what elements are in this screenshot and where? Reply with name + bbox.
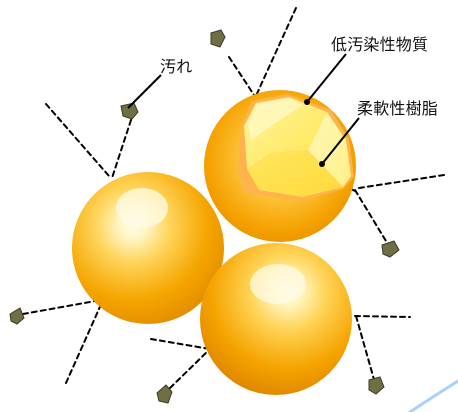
soft-resin-leader-line xyxy=(321,117,360,165)
low-pollution-material-label: 低汚染性物質 xyxy=(331,35,429,54)
strand-bottom-left xyxy=(150,338,211,350)
soft-resin-core-face-2 xyxy=(247,150,343,197)
leader-dots xyxy=(304,99,325,167)
dirt-leader-line xyxy=(127,74,162,109)
dirt-particle-icon xyxy=(210,29,226,48)
low-pollution-leader-line xyxy=(306,53,347,103)
blue-corner-line xyxy=(408,379,458,412)
low-pollution-leader-dot xyxy=(304,99,310,105)
dirt-particle-icon xyxy=(156,384,173,404)
soft-resin-leader-dot xyxy=(319,161,325,167)
dirt-particle-icon xyxy=(368,376,385,395)
leader-lines xyxy=(127,53,360,165)
strand-left-lower xyxy=(22,299,102,315)
strand-bottom-right-dirt xyxy=(355,315,376,384)
dirt-particle-icon xyxy=(9,307,25,325)
strand-top-left-short xyxy=(228,56,257,99)
lower-sphere-highlight xyxy=(250,264,306,304)
strand-right-upper xyxy=(358,174,445,189)
strand-top-right xyxy=(254,7,297,99)
dashed-strands xyxy=(22,7,445,389)
soft-resin-core-face-3 xyxy=(308,112,351,187)
lower-sphere xyxy=(200,243,352,395)
left-sphere xyxy=(72,172,224,324)
dirt-particle-icon xyxy=(381,240,400,258)
strand-bottom-dirt xyxy=(169,348,211,389)
soft-resin-label: 柔軟性樹脂 xyxy=(357,99,439,118)
dirt-particles xyxy=(9,29,400,404)
strand-left-upper-dirt xyxy=(111,119,132,179)
strand-left-upper xyxy=(45,103,110,177)
cut-surface-highlight xyxy=(248,98,302,141)
left-sphere-highlight xyxy=(116,188,168,228)
strand-bottom-right xyxy=(354,315,411,318)
strand-left-lower-long xyxy=(65,299,104,384)
strand-right-dirt xyxy=(354,189,390,247)
dirt-label: 汚れ xyxy=(160,57,193,76)
